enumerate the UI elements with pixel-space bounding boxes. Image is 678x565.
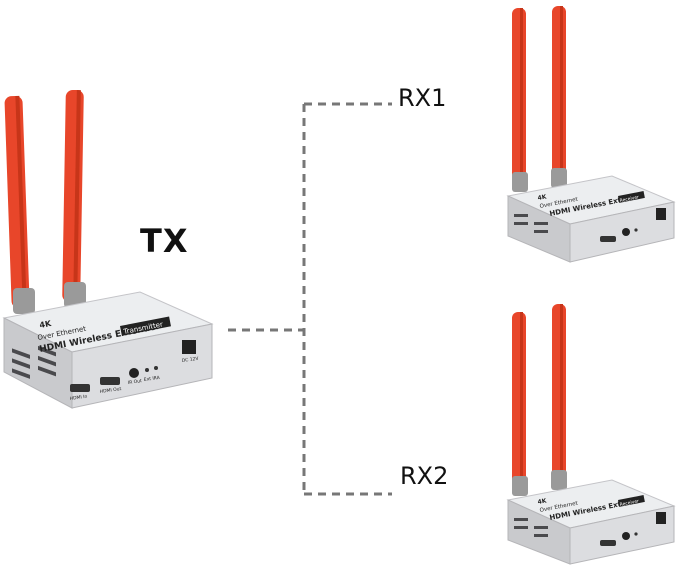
connection-lines bbox=[228, 102, 392, 496]
tx-vents bbox=[12, 345, 56, 379]
tx-port5-label: DC 12V bbox=[181, 356, 199, 364]
rx1-label: RX1 bbox=[398, 84, 447, 112]
tx-port1-label: HDMI In bbox=[69, 394, 87, 402]
rx2-vents bbox=[514, 518, 548, 537]
rx1-hdmi-port bbox=[600, 236, 616, 242]
tx-badge-bg bbox=[120, 316, 171, 336]
tx-line1: 4K bbox=[39, 319, 53, 330]
rx2-antenna-right bbox=[551, 304, 567, 490]
rx2-badge: Receiver bbox=[619, 498, 639, 508]
tx-led bbox=[145, 368, 149, 372]
rx1-line1: 4K bbox=[537, 193, 547, 202]
rx1-badge: Receiver bbox=[619, 194, 639, 204]
rx2-front-face bbox=[569, 505, 675, 565]
rx2-antenna-left bbox=[512, 312, 528, 496]
rx2-badge-bg bbox=[618, 495, 645, 507]
rx1-antenna-left bbox=[512, 8, 528, 192]
rx1-device: 4K Over Ethernet HDMI Wireless Extender … bbox=[506, 6, 676, 263]
rx1-vents bbox=[514, 214, 548, 233]
rx2-hdmi-port bbox=[600, 540, 616, 546]
rx1-badge-bg bbox=[618, 191, 645, 203]
tx-port2-label: HDMI Out bbox=[99, 386, 122, 395]
tx-ir-port bbox=[129, 368, 139, 378]
tx-port3-label: IR Out bbox=[127, 378, 142, 386]
tx-port4-label: Ext IRA bbox=[143, 375, 161, 383]
tx-led bbox=[154, 366, 158, 370]
tx-hdmi-out-port bbox=[100, 377, 120, 385]
rx2-device: 4K Over Ethernet HDMI Wireless Extender … bbox=[506, 304, 676, 565]
tx-device: 4K Over Ethernet HDMI Wireless Extender … bbox=[2, 89, 214, 409]
tx-antenna-right bbox=[62, 89, 86, 308]
rx1-ir-port bbox=[622, 228, 630, 236]
tx-antenna-left bbox=[4, 95, 35, 314]
tx-label: TX bbox=[140, 222, 189, 260]
rx1-led bbox=[634, 228, 638, 232]
rx1-antenna-right bbox=[551, 6, 567, 188]
rx2-line1: 4K bbox=[537, 497, 547, 506]
rx2-led bbox=[634, 532, 638, 536]
rx2-label: RX2 bbox=[400, 462, 449, 490]
rx2-ir-port bbox=[622, 532, 630, 540]
tx-dc-port bbox=[182, 340, 196, 354]
tx-hdmi-in-port bbox=[70, 384, 90, 392]
rx2-dc-port bbox=[656, 512, 666, 524]
rx1-dc-port bbox=[656, 208, 666, 220]
